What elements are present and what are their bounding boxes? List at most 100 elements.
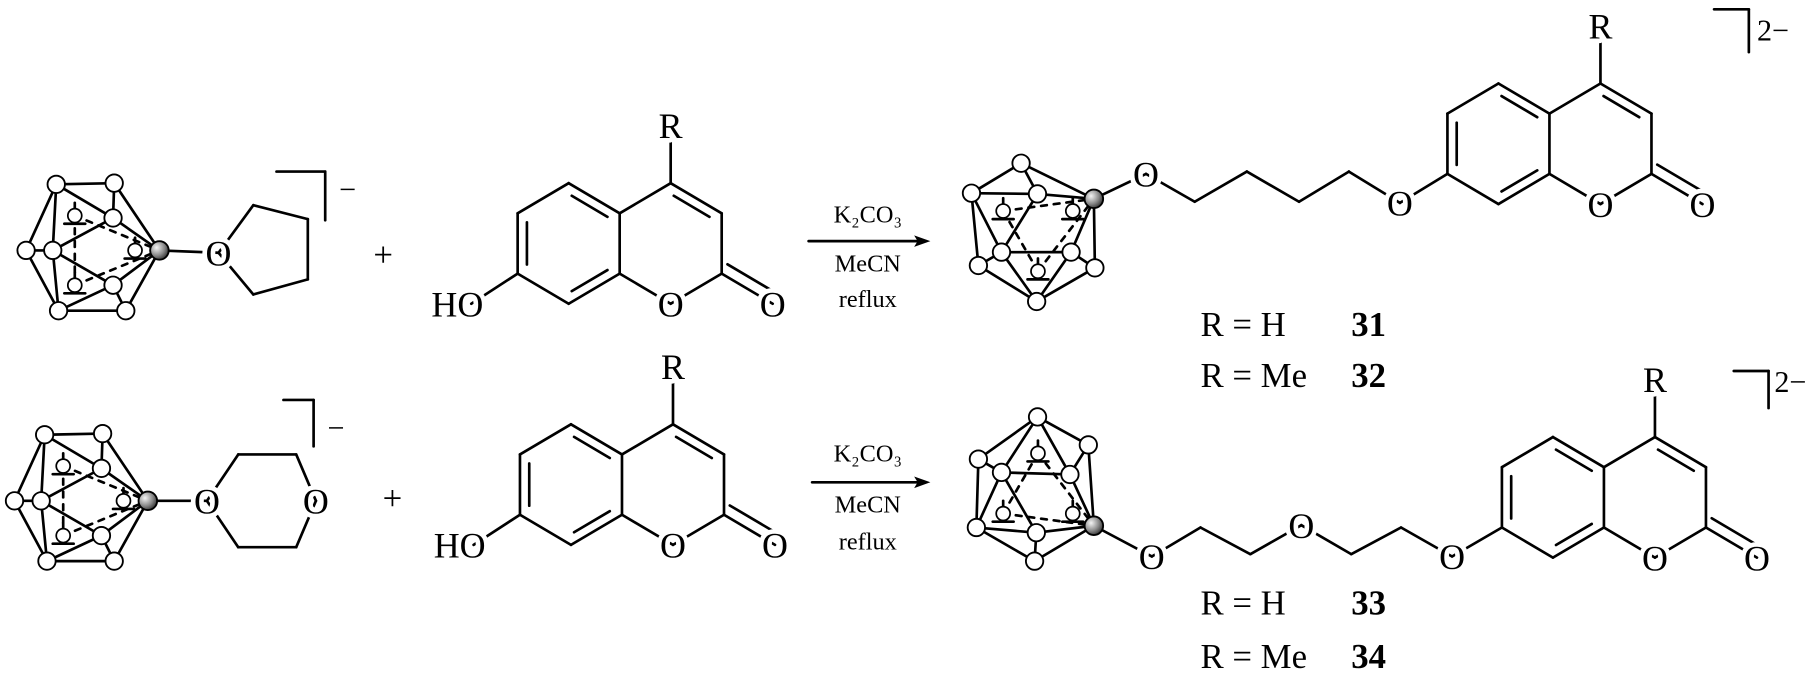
- cluster-hidden-edge: [1001, 209, 1040, 273]
- boron-vertex-icon: [43, 240, 63, 261]
- substituted-vertex-icon: [1083, 515, 1105, 536]
- hidden-boron-vertex-icon: [127, 242, 143, 259]
- thf-ring-bond: [251, 203, 310, 221]
- linker-bond: [1300, 523, 1353, 556]
- cluster-edge: [39, 499, 103, 537]
- double-bond-inner: [1554, 522, 1594, 547]
- dioxane-oxygen-label: O: [194, 482, 220, 522]
- linker-bond: [1297, 170, 1351, 204]
- boron-vertex-icon: [968, 449, 989, 469]
- ether-oxygen-label: O: [1439, 537, 1465, 577]
- boron-vertex-icon: [92, 423, 113, 444]
- boron-vertex-icon: [103, 275, 123, 295]
- bond: [618, 181, 673, 215]
- cluster-edge: [977, 264, 1038, 303]
- cluster-edge: [124, 249, 161, 313]
- ring-oxygen-label: O: [1642, 538, 1668, 578]
- boron-vertex-icon: [966, 517, 986, 538]
- bonds-layer: [13, 7, 1770, 563]
- bond: [1650, 172, 1704, 206]
- cluster-hidden-edge: [73, 249, 161, 287]
- bond: [567, 272, 622, 306]
- cluster-edge: [13, 499, 49, 563]
- cluster-hidden-edge: [61, 464, 150, 503]
- boron-vertex-icon: [991, 242, 1012, 262]
- cluster-edge: [54, 182, 115, 220]
- cluster-hidden-edge: [1036, 451, 1096, 528]
- compound-number-31: 31: [1351, 305, 1386, 344]
- cluster-edge: [51, 249, 60, 313]
- bond: [720, 272, 775, 306]
- cluster-edge: [45, 534, 103, 563]
- dioxane-ring-bond: [294, 499, 318, 549]
- linker-bond: [1092, 524, 1154, 558]
- cluster-edge: [975, 471, 1003, 529]
- hidden-boron-vertex-icon: [66, 277, 83, 294]
- solvent-label-1: MeCN: [835, 250, 902, 277]
- linker-bond: [1347, 170, 1402, 205]
- boron-vertex-icon: [961, 183, 982, 203]
- r-substituent-label: R: [659, 106, 683, 146]
- boron-vertex-icon: [991, 462, 1012, 483]
- bond: [1548, 82, 1602, 115]
- bond: [518, 422, 573, 456]
- charge-reactant-1: −: [339, 172, 356, 206]
- ring-oxygen-label: O: [660, 526, 686, 566]
- substituted-vertex-icon: [137, 490, 159, 512]
- dioxane-ring-bond: [205, 453, 240, 503]
- substituted-vertex-icon: [149, 240, 170, 261]
- bond: [1653, 435, 1708, 469]
- boron-vertex-icon: [46, 174, 66, 194]
- compound-number-33: 33: [1351, 583, 1386, 622]
- bond: [1602, 435, 1657, 469]
- boron-vertex-icon: [1027, 407, 1048, 427]
- boron-vertex-icon: [1027, 291, 1047, 312]
- bond: [1548, 172, 1602, 206]
- bond: [671, 422, 726, 456]
- boron-vertex-icon: [37, 551, 57, 571]
- boron-vertex-icon: [1027, 184, 1048, 204]
- r-substituent-label: R: [1588, 6, 1612, 46]
- cluster-edge: [970, 191, 980, 267]
- cluster-edge: [1035, 250, 1073, 303]
- bond: [620, 422, 675, 456]
- boron-vertex-icon: [31, 491, 51, 511]
- bond: [1446, 82, 1500, 115]
- double-bond-inner: [1500, 169, 1539, 193]
- bond: [1704, 526, 1759, 559]
- linker-bond: [1193, 170, 1249, 204]
- hidden-boron-vertex-icon: [115, 493, 132, 509]
- substituted-vertex-icon: [1083, 188, 1105, 210]
- double-bond-inner: [1500, 94, 1539, 119]
- cluster-edge: [51, 216, 115, 252]
- cluster-edge: [112, 181, 161, 252]
- boron-vertex-icon: [104, 173, 124, 193]
- boron-vertex-icon: [1026, 523, 1046, 543]
- boron-vertex-icon: [16, 240, 36, 261]
- linker-bond: [1349, 526, 1403, 556]
- hidden-boron-vertex-icon: [55, 458, 72, 474]
- thf-ring-bond: [217, 203, 255, 255]
- charge-product-2: 2−: [1774, 365, 1806, 399]
- bond: [1551, 435, 1606, 469]
- boron-vertex-icon: [4, 491, 25, 511]
- hidden-boron-vertex-icon: [66, 207, 83, 224]
- double-bond-inner: [1602, 94, 1641, 119]
- dioxane-ring-bond: [205, 499, 240, 549]
- linker-bond: [1450, 526, 1504, 558]
- bond: [1497, 82, 1551, 115]
- bond: [569, 513, 624, 547]
- hidden-boron-vertex-icon: [1064, 505, 1081, 522]
- cluster-edge: [1000, 250, 1038, 303]
- arrow-head-icon: [914, 476, 931, 489]
- carbonyl-double-bond: [1710, 516, 1765, 550]
- carbonyl-oxygen-label: O: [760, 284, 786, 324]
- linker-bond: [1399, 526, 1454, 558]
- cluster-edge: [101, 432, 150, 503]
- cluster-edge: [112, 499, 150, 563]
- thf-oxygen-label: O: [206, 233, 232, 273]
- hydroxyl-label: HO: [434, 526, 486, 566]
- bond: [722, 513, 777, 547]
- r-substituent-label: R: [1643, 360, 1667, 400]
